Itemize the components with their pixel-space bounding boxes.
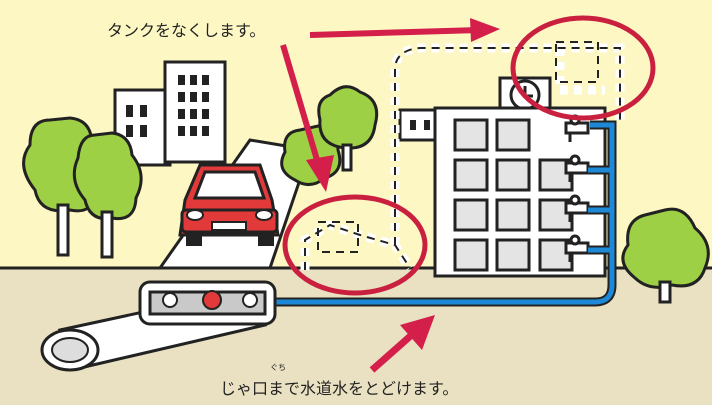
highlight-circle-roof-tank xyxy=(510,15,656,121)
arrow-to-ground-tank xyxy=(280,44,334,192)
removed-ground-tank xyxy=(317,221,359,253)
removed-roof-tank xyxy=(555,41,599,83)
background-building-left xyxy=(113,60,227,167)
caption-remove-tank: タンクをなくします。 xyxy=(107,21,266,40)
faucet-icon xyxy=(564,234,590,262)
arrow-to-roof-tank xyxy=(309,18,500,42)
caption-deliver-tap-water: じゃ口まで水道水をとどけます。 xyxy=(220,379,459,398)
background-building-right xyxy=(398,108,442,142)
tree-icon xyxy=(621,207,710,304)
highlight-circle-ground-tank xyxy=(282,194,428,296)
underground-main xyxy=(40,280,277,372)
ruby-annotation: ぐち xyxy=(270,363,286,372)
car-icon xyxy=(178,163,280,246)
tree-icon xyxy=(280,85,379,186)
water-pipe xyxy=(270,120,617,307)
water-meter-icon xyxy=(148,290,267,316)
arrow-to-water-pipe xyxy=(369,315,435,373)
tree-icon xyxy=(72,131,143,259)
